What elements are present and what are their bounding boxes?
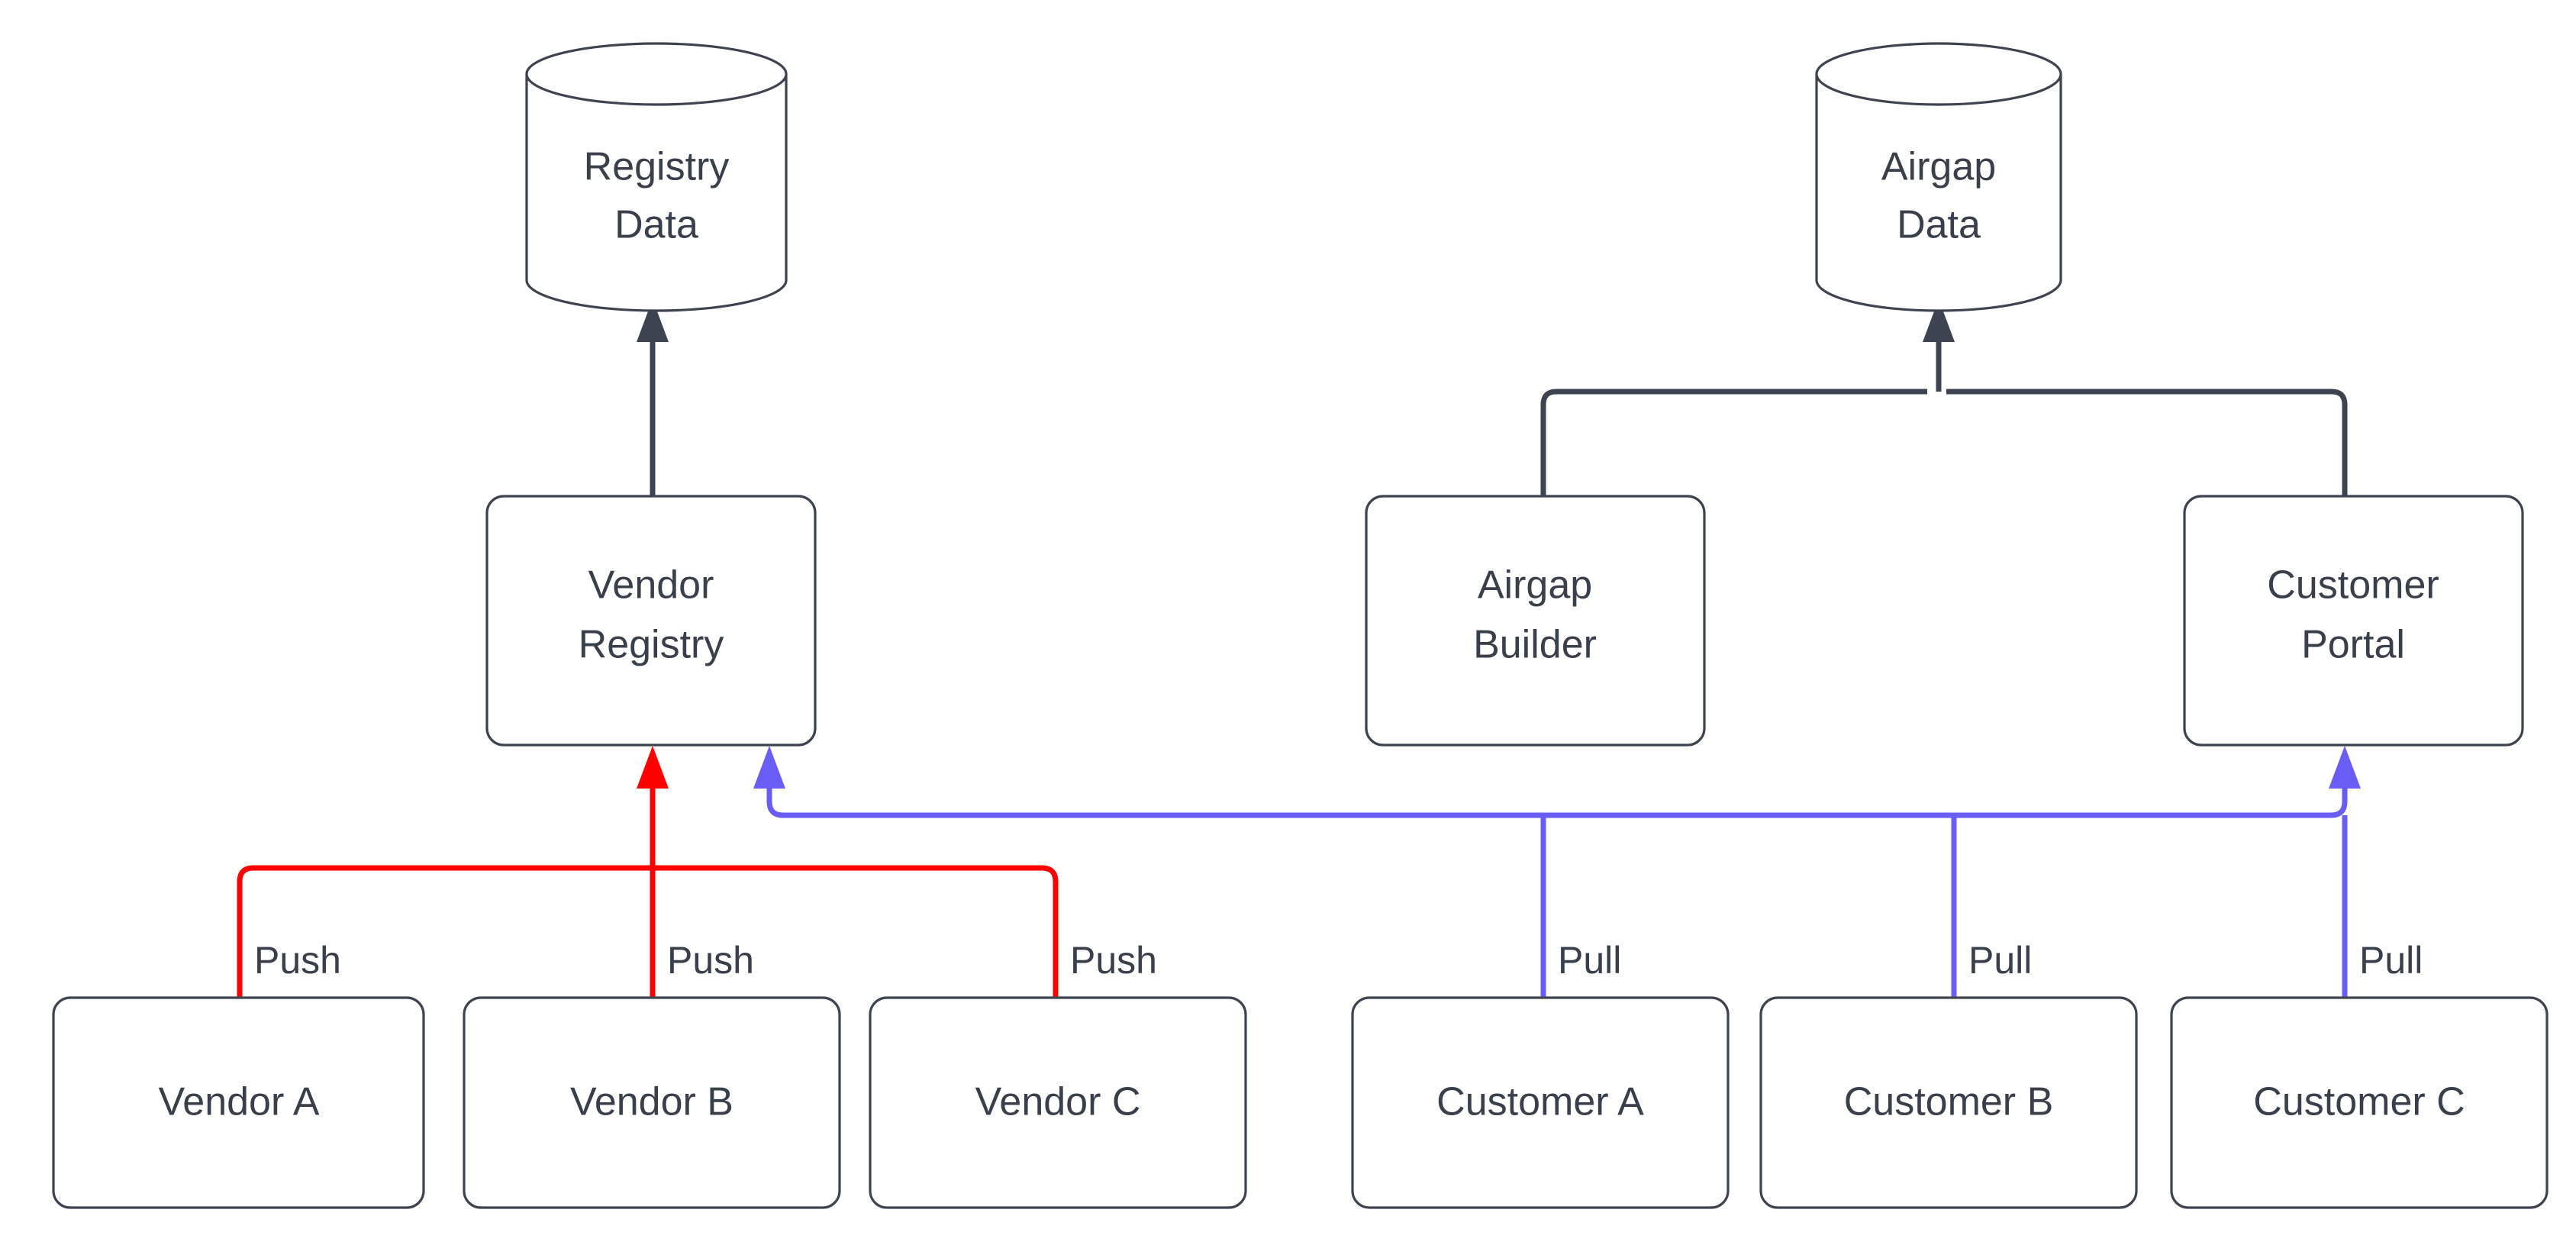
edge-label-pull-a: Pull: [1558, 939, 1621, 982]
arrowhead-up-icon: [637, 746, 669, 789]
edge-label-push-b: Push: [667, 939, 754, 982]
airgap-data-label-line1: Airgap: [1881, 145, 1996, 189]
airgap-data-label-line2: Data: [1897, 203, 1981, 247]
node-customer-b[interactable]: Customer B: [1759, 996, 2138, 1209]
node-customer-c[interactable]: Customer C: [2170, 996, 2549, 1209]
customer-a-label: Customer A: [1436, 1080, 1644, 1124]
arrowhead-up-icon: [637, 299, 669, 342]
edge-label-push-a: Push: [254, 939, 341, 982]
node-airgap-data[interactable]: Airgap Data: [1815, 42, 2062, 312]
vendor-a-label: Vendor A: [158, 1080, 319, 1124]
customer-c-label: Customer C: [2253, 1080, 2465, 1124]
arrowhead-up-icon: [753, 746, 785, 789]
edge-push-bus: [237, 746, 1059, 998]
customer-b-label: Customer B: [1844, 1080, 2054, 1124]
registry-data-label-line1: Registry: [584, 145, 730, 189]
edge-customer-portal-to-airgap-data: [1946, 389, 2348, 496]
vendor-registry-label-line2: Registry: [579, 623, 724, 667]
customer-portal-label-line1: Customer: [2267, 563, 2439, 608]
edge-label-pull-b: Pull: [1968, 939, 2032, 982]
edge-vendor-registry-to-registry-data: [637, 299, 669, 496]
customer-portal-label-line2: Portal: [2301, 623, 2405, 667]
arrowhead-up-icon: [2329, 746, 2361, 789]
airgap-builder-label-line1: Airgap: [1478, 563, 1592, 608]
registry-data-label-line2: Data: [614, 203, 698, 247]
node-vendor-registry[interactable]: Vendor Registry: [485, 495, 817, 747]
arrowhead-up-icon: [1923, 299, 1955, 342]
node-registry-data[interactable]: Registry Data: [525, 42, 788, 312]
edge-label-pull-c: Pull: [2359, 939, 2423, 982]
edge-label-push-c: Push: [1070, 939, 1157, 982]
vendor-b-label: Vendor B: [570, 1080, 733, 1124]
edge-airgap-data-trunk: [1923, 299, 1955, 392]
airgap-builder-label-line2: Builder: [1473, 623, 1597, 667]
edge-pull-bus: [753, 746, 2361, 998]
node-vendor-a[interactable]: Vendor A: [52, 996, 425, 1209]
node-customer-a[interactable]: Customer A: [1351, 996, 1730, 1209]
node-airgap-builder[interactable]: Airgap Builder: [1365, 495, 1706, 747]
node-customer-portal[interactable]: Customer Portal: [2183, 495, 2524, 747]
node-vendor-c[interactable]: Vendor C: [869, 996, 1247, 1209]
vendor-registry-label-line1: Vendor: [588, 563, 714, 608]
node-vendor-b[interactable]: Vendor B: [463, 996, 841, 1209]
edge-airgap-builder-to-airgap-data: [1540, 389, 1927, 496]
vendor-c-label: Vendor C: [975, 1080, 1141, 1124]
